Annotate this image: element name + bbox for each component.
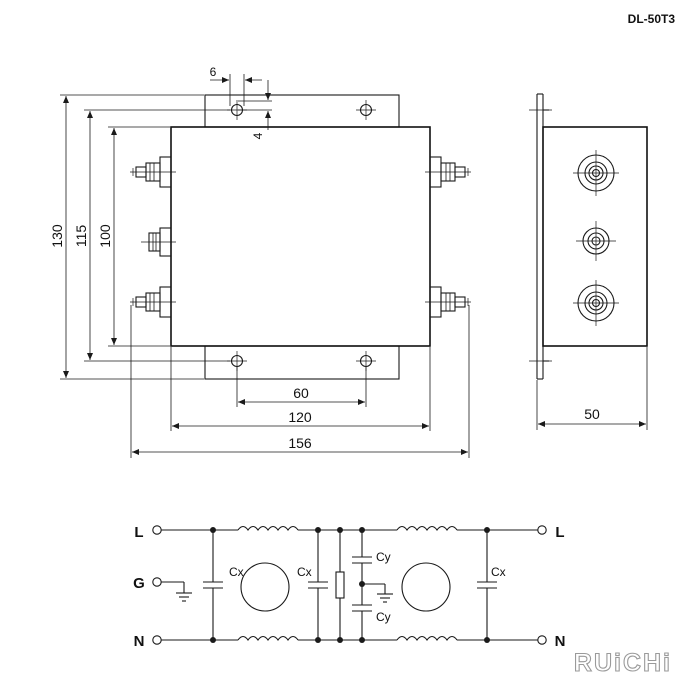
terminal-left-top: [130, 156, 176, 188]
cap-cy2-label: Cy: [376, 610, 391, 624]
cap-cx1-label: Cx: [229, 565, 244, 579]
front-view-dimensions: 6 4 130 115 100 60 120 156: [49, 65, 470, 458]
terminal-right-top: [425, 156, 471, 188]
cap-cx2-label: Cx: [297, 565, 312, 579]
side-terminal-bottom: [573, 280, 619, 326]
dim-overall-height: 130: [49, 224, 65, 248]
label-line-out: L: [555, 524, 564, 541]
terminal-left-bottom: [130, 286, 176, 318]
front-view: [130, 94, 471, 380]
dim-hole-offset-x: 6: [210, 65, 217, 79]
inductor-top-1: [237, 525, 299, 531]
mounting-hole-top-right: [356, 100, 376, 120]
side-terminal-top: [573, 150, 619, 196]
choke-core-1: [240, 562, 290, 612]
label-line-in: L: [134, 524, 143, 541]
filter-body: [170, 126, 431, 347]
model-label: DL-50T3: [628, 12, 676, 26]
brand-logo: RUiCHi: [574, 649, 672, 677]
bottom-mounting-plate: [204, 345, 400, 380]
dim-mount-height: 115: [73, 225, 89, 248]
choke-core-2: [401, 562, 451, 612]
inductor-top-2: [396, 525, 458, 531]
inductor-bottom-2: [396, 635, 458, 641]
side-view: 50: [529, 93, 648, 430]
label-ground-in: G: [133, 575, 145, 592]
dim-hole-spacing: 60: [293, 385, 309, 401]
dim-overall-width: 156: [288, 435, 312, 451]
label-neutral-out: N: [555, 633, 566, 650]
circuit-schematic: L G N L N Cx: [133, 524, 565, 650]
terminal-left-middle: [141, 227, 176, 257]
top-mounting-plate: [204, 94, 400, 128]
dim-depth: 50: [584, 406, 600, 422]
side-terminal-middle: [576, 221, 616, 261]
side-body: [542, 126, 648, 347]
cap-cy1-label: Cy: [376, 550, 391, 564]
dim-hole-offset-y: 4: [251, 132, 265, 139]
inductor-bottom-1: [237, 635, 299, 641]
bleeder-resistor: [335, 571, 345, 599]
label-neutral-in: N: [134, 633, 145, 650]
cap-cx3-label: Cx: [491, 565, 506, 579]
dim-body-height: 100: [97, 224, 113, 248]
terminal-right-bottom: [425, 286, 471, 318]
dim-body-width: 120: [288, 409, 312, 425]
